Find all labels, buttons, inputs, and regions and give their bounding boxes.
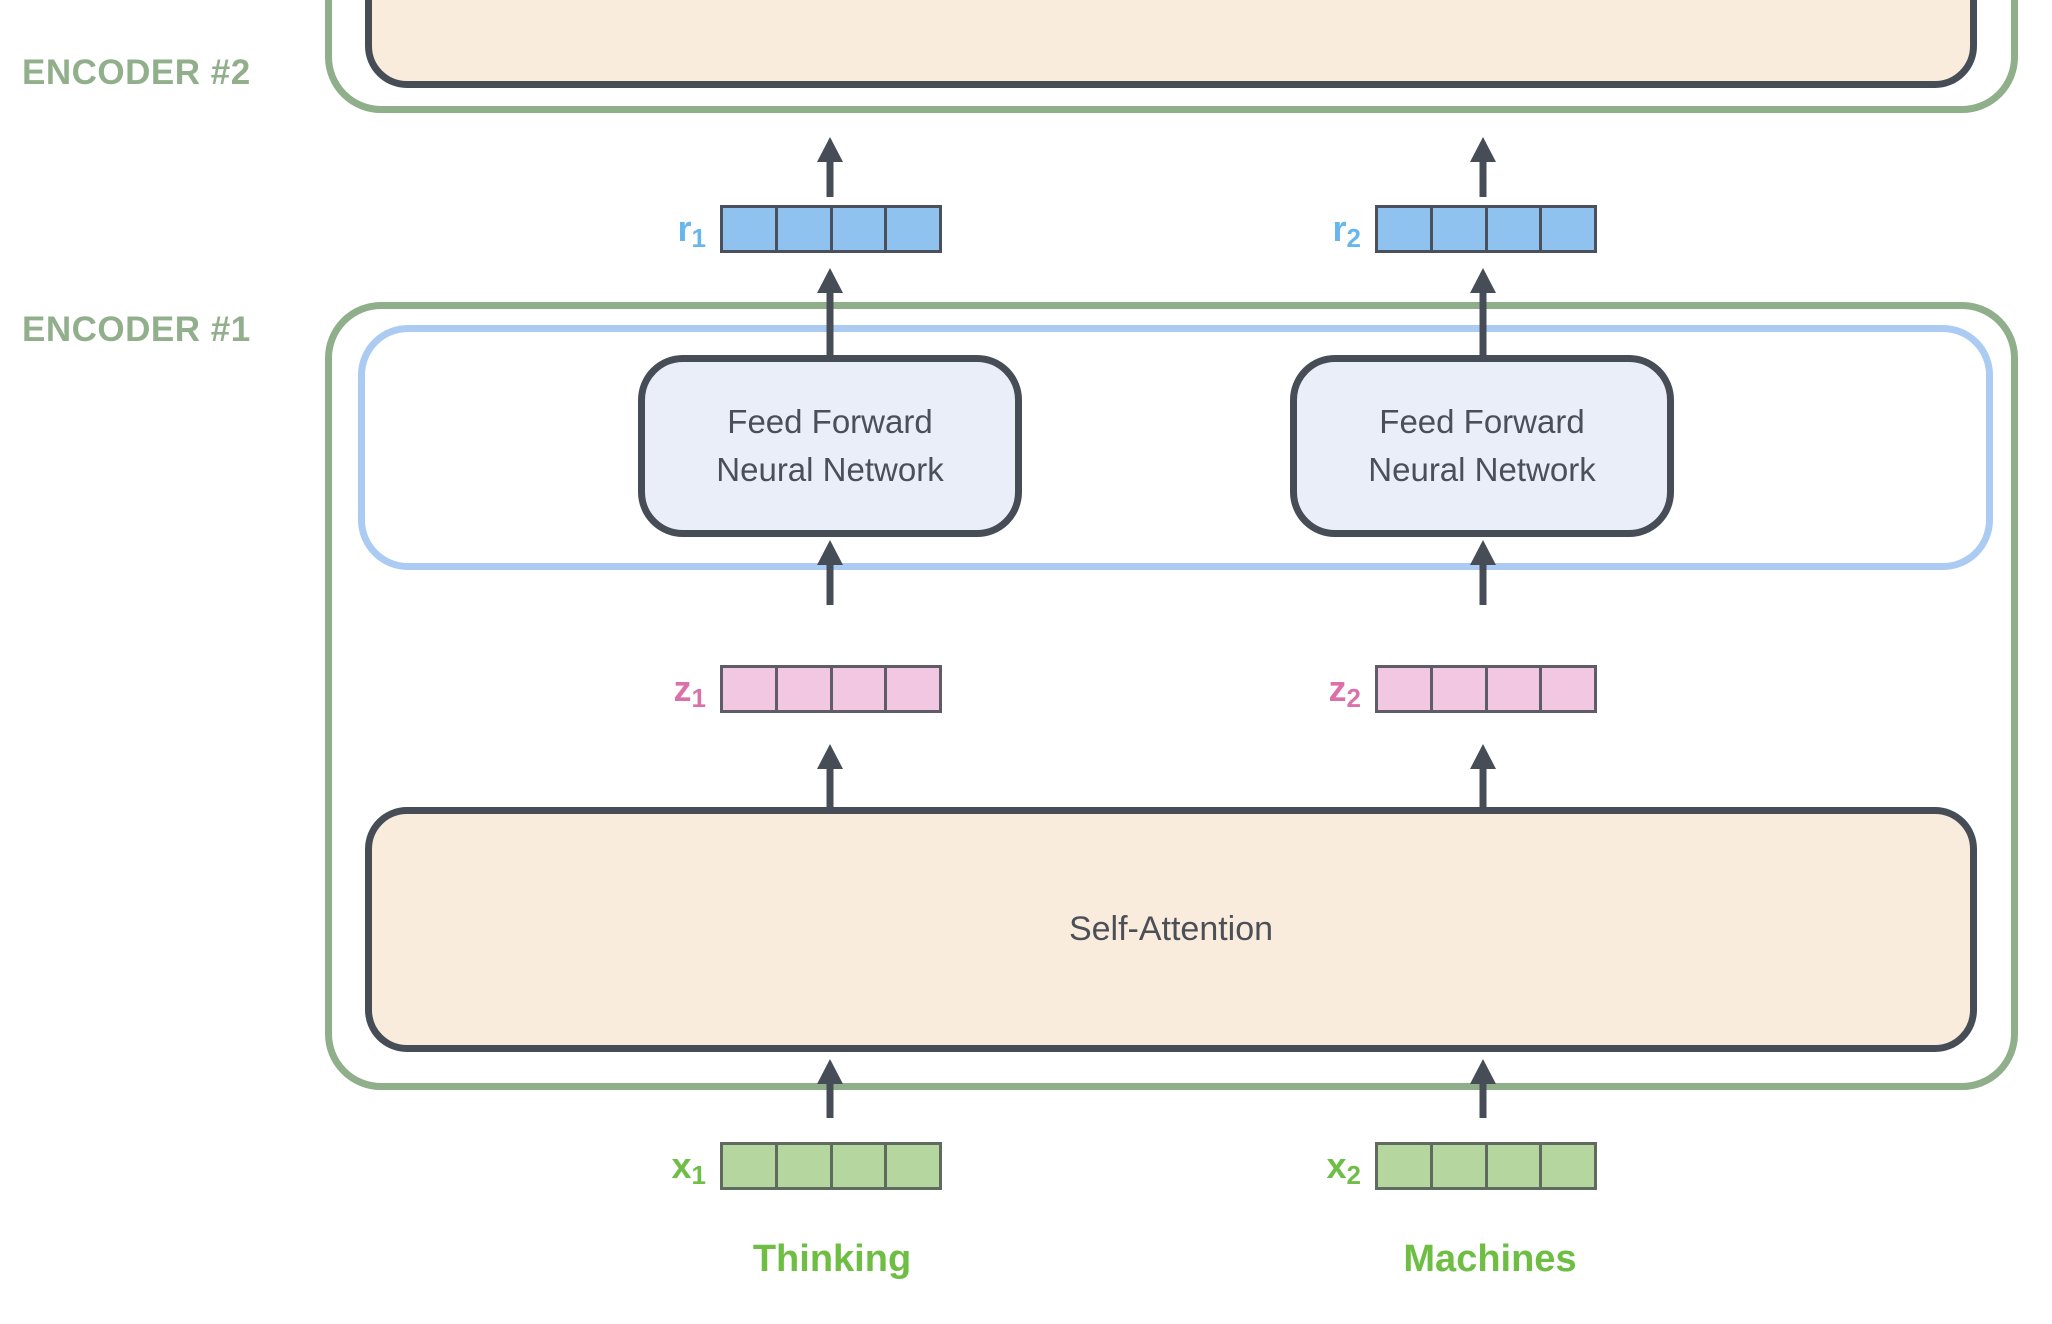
vector-cell: [774, 208, 830, 250]
encoder2-outline: [325, 0, 2018, 113]
z2-label-base: z: [1328, 668, 1347, 709]
r2-vector: [1375, 205, 1597, 253]
arrow-shaft: [1479, 762, 1487, 807]
arrow-shaft: [826, 1077, 834, 1118]
vector-cell: [774, 668, 830, 710]
x2-label-sub: 2: [1346, 1160, 1361, 1190]
vector-cell: [1539, 1145, 1594, 1187]
vector-cell: [1378, 668, 1430, 710]
z1-label-base: z: [673, 668, 692, 709]
x1-label-sub: 1: [691, 1160, 706, 1190]
arrow-shaft: [1479, 286, 1487, 355]
vector-cell: [884, 1145, 939, 1187]
arrow-shaft: [826, 286, 834, 355]
ffnn2-block: Feed Forward Neural Network: [1290, 355, 1674, 537]
vector-cell: [1378, 208, 1430, 250]
arrow-selfattention-to-z1: [817, 744, 843, 807]
x2-label: x2: [1281, 1142, 1362, 1190]
x2-vector: [1375, 1142, 1597, 1190]
arrow-x2-to-encoder1: [1470, 1059, 1496, 1118]
vector-cell: [723, 668, 775, 710]
arrow-z2-to-ffnn2: [1470, 540, 1496, 605]
z1-label-sub: 1: [691, 683, 706, 713]
vector-cell: [1484, 668, 1540, 710]
r2-label: r2: [1281, 205, 1361, 253]
vector-cell: [1539, 208, 1594, 250]
vector-cell: [829, 208, 885, 250]
vector-cell: [1539, 668, 1594, 710]
arrow-z1-to-ffnn1: [817, 540, 843, 605]
ffnn2-label-line1: Feed Forward: [1379, 403, 1585, 440]
vector-cell: [829, 668, 885, 710]
r1-label: r1: [626, 205, 706, 253]
vector-cell: [1378, 1145, 1430, 1187]
vector-cell: [1429, 668, 1485, 710]
r2-label-base: r: [1332, 208, 1347, 249]
r1-vector: [720, 205, 942, 253]
vector-cell: [723, 208, 775, 250]
encoder2-self-attention-block-partial: [365, 0, 1977, 88]
arrow-shaft: [1479, 155, 1487, 197]
arrow-r2-to-encoder2: [1470, 137, 1496, 197]
z2-label: z2: [1281, 665, 1361, 713]
ffnn-layer-outline: [358, 325, 1993, 570]
vector-cell: [1484, 208, 1540, 250]
encoder1-outline: [325, 302, 2018, 1090]
encoder1-label: ENCODER #1: [22, 310, 251, 349]
vector-cell: [1429, 1145, 1485, 1187]
arrow-shaft: [826, 558, 834, 605]
ffnn1-label-line1: Feed Forward: [727, 403, 933, 440]
z1-label: z1: [626, 665, 706, 713]
arrow-ffnn1-to-r1: [817, 268, 843, 355]
encoder2-label: ENCODER #2: [22, 53, 251, 92]
x1-vector: [720, 1142, 942, 1190]
x2-label-base: x: [1326, 1145, 1347, 1186]
arrow-r1-to-encoder2: [817, 137, 843, 197]
self-attention-label: Self-Attention: [1068, 910, 1274, 948]
arrow-selfattention-to-z2: [1470, 744, 1496, 807]
arrow-ffnn2-to-r2: [1470, 268, 1496, 355]
arrow-x1-to-encoder1: [817, 1059, 843, 1118]
word-machines: Machines: [1403, 1238, 1577, 1280]
ffnn2-label-line2: Neural Network: [1368, 451, 1596, 488]
word-thinking: Thinking: [752, 1238, 912, 1280]
vector-cell: [1429, 208, 1485, 250]
self-attention-block: Self-Attention: [365, 807, 1977, 1052]
arrow-shaft: [826, 762, 834, 807]
x1-label-base: x: [671, 1145, 692, 1186]
z2-label-sub: 2: [1346, 683, 1361, 713]
r1-label-base: r: [677, 208, 692, 249]
vector-cell: [723, 1145, 775, 1187]
vector-cell: [884, 668, 939, 710]
z1-vector: [720, 665, 942, 713]
arrow-shaft: [826, 155, 834, 197]
r2-label-sub: 2: [1346, 223, 1361, 253]
vector-cell: [829, 1145, 885, 1187]
ffnn1-label-line2: Neural Network: [716, 451, 944, 488]
vector-cell: [1484, 1145, 1540, 1187]
arrow-shaft: [1479, 1077, 1487, 1118]
z2-vector: [1375, 665, 1597, 713]
ffnn1-block: Feed Forward Neural Network: [638, 355, 1022, 537]
x1-label: x1: [626, 1142, 707, 1190]
arrow-shaft: [1479, 558, 1487, 605]
r1-label-sub: 1: [691, 223, 706, 253]
vector-cell: [774, 1145, 830, 1187]
vector-cell: [884, 208, 939, 250]
